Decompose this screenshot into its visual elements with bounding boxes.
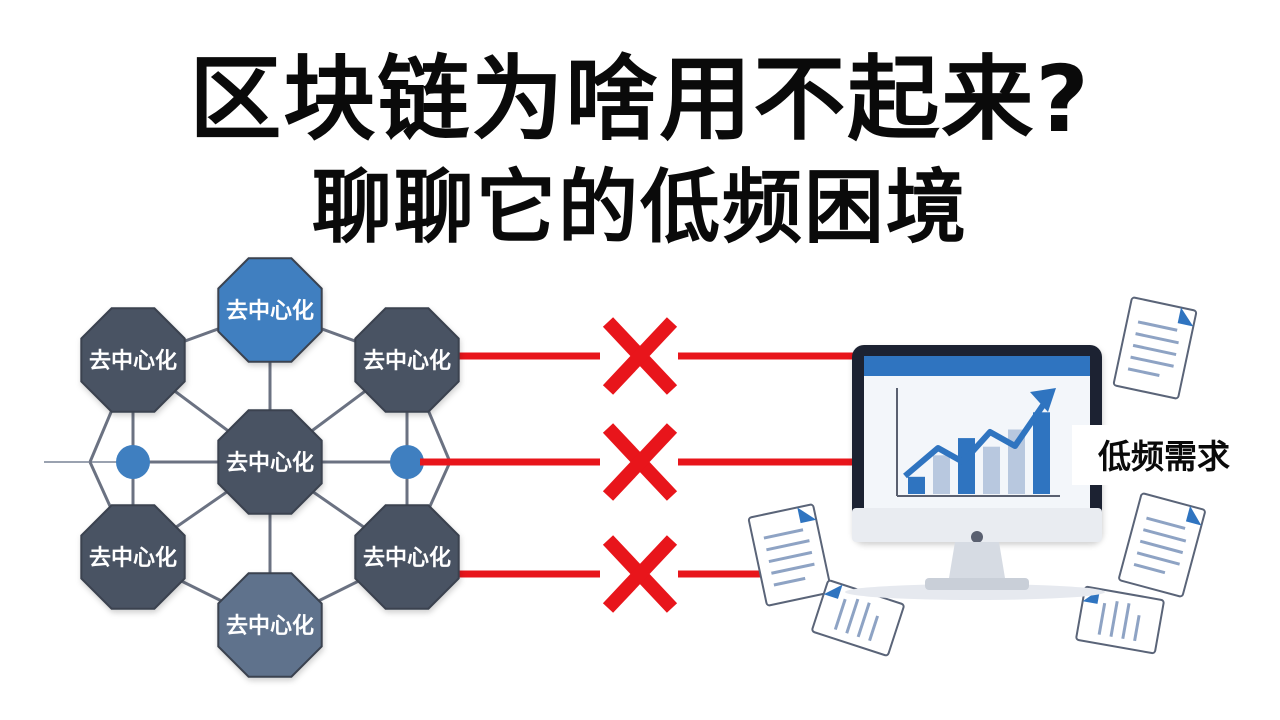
- node-bottom: 去中心化: [217, 572, 323, 678]
- junction-dot-left: [116, 445, 150, 479]
- node-lower-left: 去中心化: [80, 504, 186, 610]
- cross-icon: [602, 317, 678, 395]
- node-octagon: [354, 307, 460, 413]
- document-icon: [1075, 585, 1165, 655]
- node-octagon: [217, 572, 323, 678]
- node-label: 去中心化: [226, 450, 314, 476]
- node-octagon: [354, 504, 460, 610]
- trend-line: [903, 393, 1053, 479]
- cross-icon: [602, 423, 678, 501]
- node-label: 去中心化: [89, 348, 177, 374]
- node-label: 去中心化: [226, 613, 314, 639]
- monitor-icon: [845, 345, 1105, 600]
- title-line-2: 聊聊它的低频困境: [312, 161, 968, 254]
- network-nodes: 去中心化去中心化去中心化去中心化去中心化去中心化去中心化: [80, 257, 460, 678]
- title-line-1: 区块链为啥用不起来?: [189, 46, 1091, 153]
- monitor-bar: [908, 476, 925, 494]
- monitor-bar: [958, 438, 975, 494]
- document-icon: [747, 503, 833, 607]
- node-center: 去中心化: [217, 409, 323, 515]
- node-label: 去中心化: [89, 545, 177, 571]
- junction-dot-right: [390, 445, 424, 479]
- node-top: 去中心化: [217, 257, 323, 363]
- monitor-chart: [896, 388, 1060, 497]
- monitor-bar: [983, 446, 1000, 494]
- node-upper-right: 去中心化: [354, 307, 460, 413]
- broken-links: [420, 352, 862, 578]
- document-icon: [1112, 296, 1198, 400]
- cross-icon: [602, 535, 678, 613]
- node-octagon: [217, 409, 323, 515]
- node-label: 去中心化: [363, 545, 451, 571]
- node-octagon: [80, 307, 186, 413]
- document-icon: [1118, 492, 1206, 598]
- node-label: 去中心化: [226, 298, 314, 324]
- node-octagon: [217, 257, 323, 363]
- monitor-bar: [1033, 412, 1050, 494]
- low-frequency-label: 低频需求: [1098, 437, 1230, 476]
- node-octagon: [80, 504, 186, 610]
- trend-arrow-icon: [1030, 388, 1056, 412]
- cross-marks: [602, 317, 678, 613]
- node-upper-left: 去中心化: [80, 307, 186, 413]
- monitor-bar: [933, 455, 950, 494]
- node-lower-right: 去中心化: [354, 504, 460, 610]
- node-label: 去中心化: [363, 348, 451, 374]
